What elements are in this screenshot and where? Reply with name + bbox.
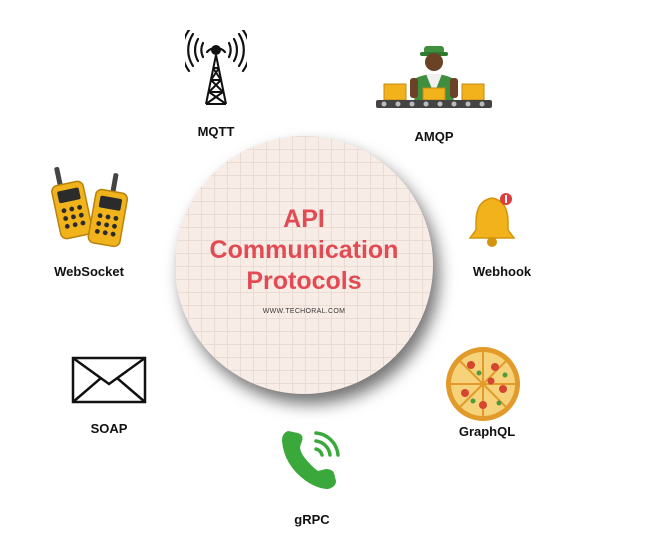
envelope-icon (71, 356, 147, 404)
center-title-line-3: Protocols (246, 267, 362, 295)
label-webhook: Webhook (472, 264, 532, 279)
walkie-talkie-icon (51, 166, 129, 248)
label-grpc: gRPC (294, 512, 330, 527)
label-graphql: GraphQL (458, 424, 516, 439)
notification-bell-icon (468, 193, 516, 247)
center-title-line-1: API (283, 205, 325, 233)
label-websocket: WebSocket (54, 264, 124, 279)
label-mqtt: MQTT (197, 124, 235, 139)
center-title: API Communication Protocols (175, 204, 433, 297)
label-soap: SOAP (90, 421, 128, 436)
phone-call-icon (282, 431, 340, 489)
conveyor-worker-icon (376, 46, 492, 108)
pizza-icon (446, 347, 520, 421)
label-amqp: AMQP (414, 129, 454, 144)
radio-tower-icon (185, 30, 247, 105)
center-url: WWW.TECHORAL.COM (262, 308, 346, 315)
center-circle: API Communication Protocols WWW.TECHORAL… (175, 136, 433, 394)
center-title-line-2: Communication (209, 236, 399, 264)
